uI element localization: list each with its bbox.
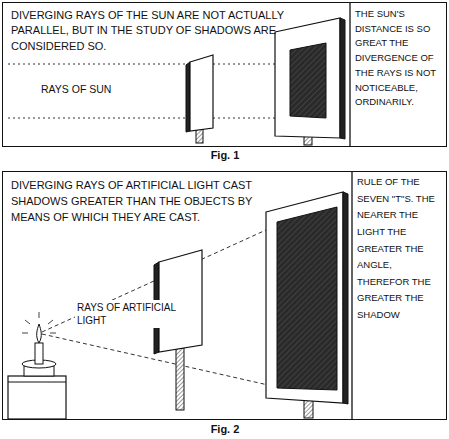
sun-ray — [8, 64, 292, 65]
sun-ray — [8, 118, 292, 119]
divider-line — [351, 172, 352, 419]
caption-note: DIVERGING RAYS OF ARTIFICIAL LIGHT CAST … — [11, 178, 269, 226]
figure-panel: DIVERGING RAYS OF THE SUN ARE NOT ACTUAL… — [2, 2, 447, 147]
ray-label: RAYS OF ARTIFICIAL LIGHT — [75, 300, 187, 328]
divider-line — [349, 2, 350, 146]
large-board — [275, 18, 345, 145]
figure-label: Fig. 2 — [185, 423, 265, 435]
shadow — [277, 207, 337, 390]
side-note: RULE OF THE SEVEN "T"S. THE NEARER THE L… — [357, 174, 444, 324]
ray-label: RAYS OF SUN — [41, 83, 161, 97]
figure-label: Fig. 1 — [185, 149, 265, 161]
small-board — [154, 250, 202, 410]
figure-panel: DIVERGING RAYS OF ARTIFICIAL LIGHT CAST … — [2, 171, 447, 420]
shadow — [290, 43, 326, 118]
candle — [8, 312, 66, 419]
small-board — [186, 55, 213, 143]
side-note: THE SUN'S DISTANCE IS SO GREAT THE DIVER… — [355, 7, 444, 110]
caption-note: DIVERGING RAYS OF THE SUN ARE NOT ACTUAL… — [11, 8, 291, 54]
large-board — [266, 192, 348, 418]
